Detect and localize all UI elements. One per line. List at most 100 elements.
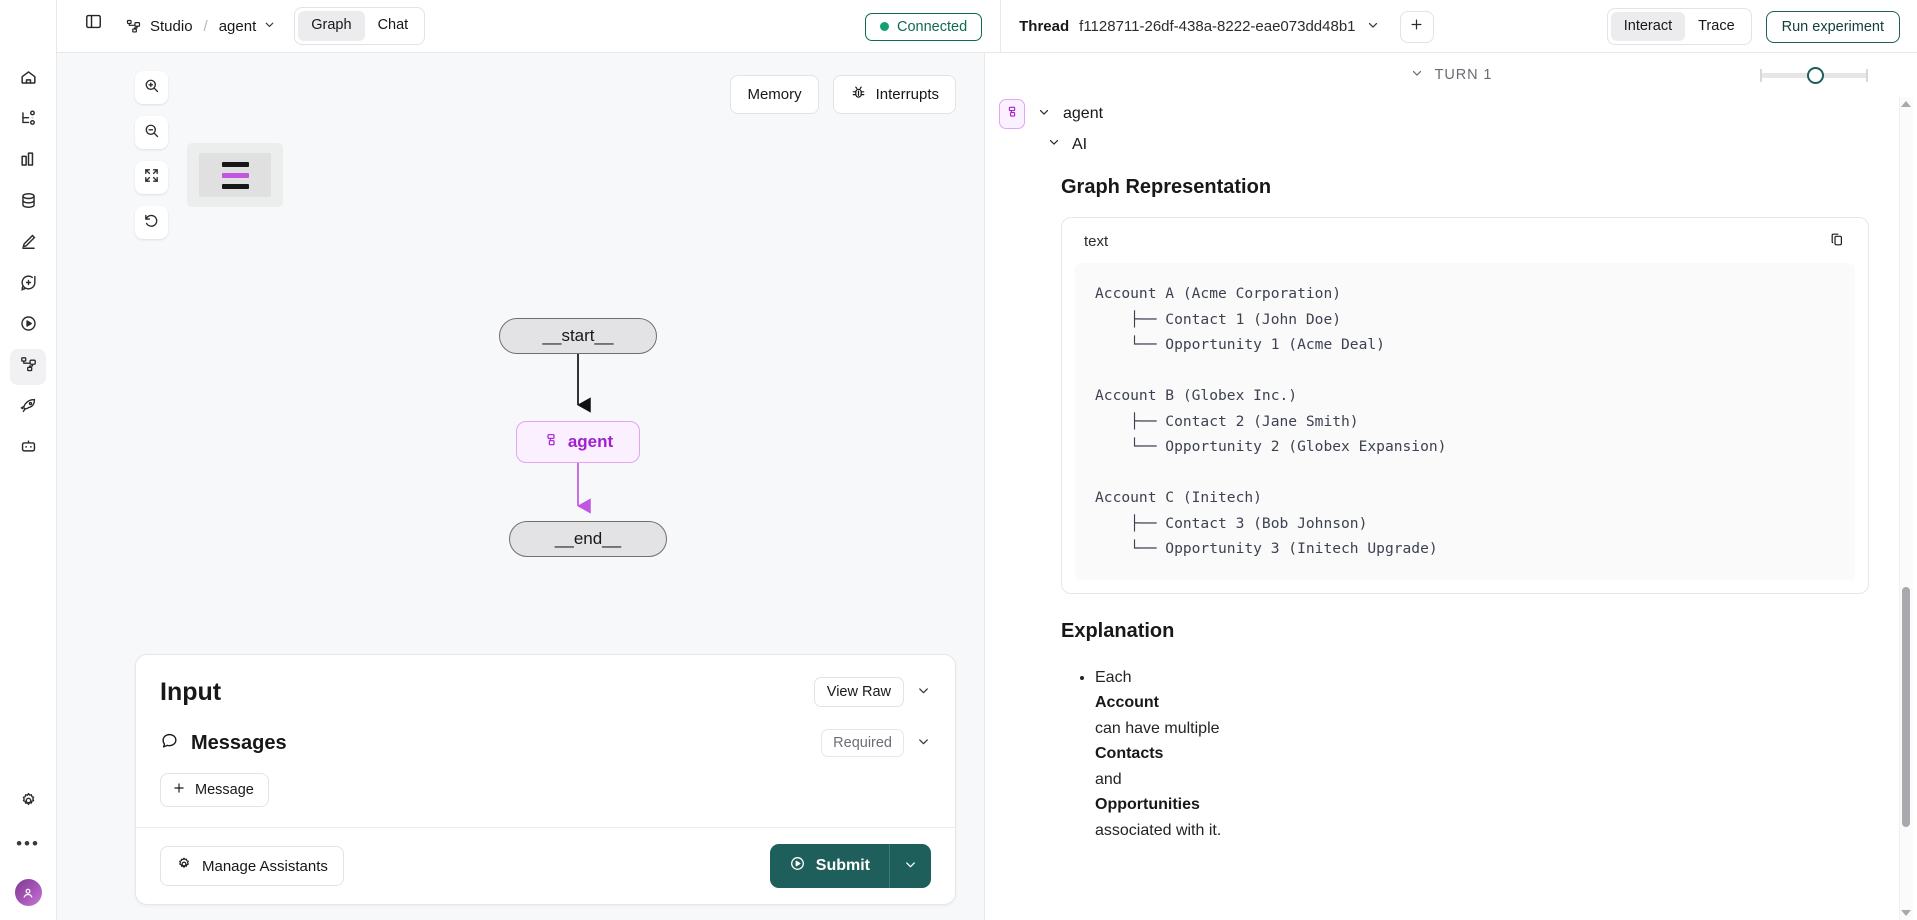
messages-label-text: Messages: [191, 731, 287, 754]
chevron-down-icon[interactable]: [916, 734, 931, 752]
breadcrumb-studio[interactable]: Studio: [150, 17, 193, 35]
plus-icon: [1409, 16, 1424, 38]
prompt-plus-icon: [19, 273, 38, 297]
rail-item-settings[interactable]: [10, 785, 46, 821]
input-panel-header: Input View Raw: [136, 655, 955, 713]
interrupts-button[interactable]: Interrupts: [832, 75, 956, 114]
slider-thumb[interactable]: [1807, 66, 1824, 84]
rocket-icon: [19, 396, 38, 420]
rail-item-home[interactable]: [10, 62, 46, 98]
zoom-in-icon: [143, 77, 160, 99]
rail-item-workflow[interactable]: [10, 103, 46, 139]
graph-node-end-label: __end__: [554, 529, 622, 548]
thread-node-toggle[interactable]: agent: [1037, 105, 1103, 124]
chevron-down-icon[interactable]: [916, 683, 931, 701]
submit-button[interactable]: Submit: [769, 844, 889, 888]
messages-field-row: Messages Required: [136, 713, 955, 757]
turn-toggle[interactable]: TURN 1: [1410, 66, 1493, 84]
rail-item-playground[interactable]: [10, 308, 46, 344]
thread-node-name: agent: [1063, 105, 1104, 122]
explanation-text-3: and: [1095, 770, 1122, 788]
gear-icon: [19, 791, 38, 815]
zoom-out-button[interactable]: [135, 116, 168, 149]
minimap[interactable]: [187, 143, 283, 207]
body-split: Memory Interrupts: [57, 53, 1917, 920]
fit-view-button[interactable]: [135, 161, 168, 194]
required-badge[interactable]: Required: [821, 729, 904, 757]
graph-zoom-controls: [135, 71, 168, 239]
graph-canvas[interactable]: __start__ agent __end__: [57, 53, 984, 920]
new-thread-button[interactable]: [1399, 10, 1434, 43]
tab-chat[interactable]: Chat: [365, 11, 422, 41]
manage-assistants-button[interactable]: Manage Assistants: [160, 846, 344, 886]
rail-item-deployments[interactable]: [10, 390, 46, 426]
maximize-icon: [143, 167, 160, 189]
message-content: Graph Representation text Account: [1047, 176, 1891, 843]
chevron-down-icon: [1410, 66, 1424, 84]
minimap-node-end: [221, 183, 249, 189]
copy-icon: [1829, 233, 1846, 252]
messages-field-label: Messages: [160, 731, 287, 756]
input-panel-header-actions: View Raw: [813, 677, 931, 707]
run-experiment-button[interactable]: Run experiment: [1765, 10, 1900, 43]
workflow-icon: [19, 109, 38, 133]
copy-button[interactable]: [1829, 231, 1846, 252]
rail-item-agents[interactable]: [10, 431, 46, 467]
breadcrumb-project[interactable]: agent: [219, 18, 277, 35]
add-message-button[interactable]: Message: [160, 773, 269, 807]
rail-item-prompts[interactable]: [10, 267, 46, 303]
manage-assistants-label: Manage Assistants: [202, 857, 328, 875]
thread-scrollbar[interactable]: [1899, 97, 1913, 920]
graph-nodes-icon: [1005, 105, 1019, 124]
studio-icon: [125, 18, 142, 35]
reset-view-button[interactable]: [135, 206, 168, 239]
top-bar-right: Interact Trace Run experiment: [1606, 0, 1900, 53]
interrupts-button-label: Interrupts: [875, 86, 939, 103]
graph-edges: [577, 354, 591, 514]
thread-pane: TURN 1: [985, 53, 1917, 920]
tab-interact[interactable]: Interact: [1610, 11, 1686, 42]
slider-cap-right: [1866, 68, 1868, 82]
message-role-toggle[interactable]: AI: [1047, 135, 1891, 154]
rail-item-analytics[interactable]: [10, 144, 46, 180]
scroll-up-arrow-icon[interactable]: [1901, 101, 1911, 107]
connection-status-badge[interactable]: Connected: [865, 12, 983, 41]
chat-bubble-icon: [160, 731, 179, 756]
avatar[interactable]: [14, 879, 42, 906]
section-title-explanation: Explanation: [1061, 619, 1175, 642]
thread-scroll-area[interactable]: agent AI Graph Representation t: [985, 97, 1917, 920]
tab-graph[interactable]: Graph: [298, 11, 365, 41]
thread-node-header: agent: [985, 97, 1891, 129]
rail-item-datasets[interactable]: [10, 185, 46, 221]
submit-options-button[interactable]: [889, 844, 931, 888]
status-dot-icon: [880, 22, 889, 31]
scroll-down-arrow-icon[interactable]: [1901, 910, 1911, 916]
sidebar-toggle-button[interactable]: [75, 6, 111, 42]
turn-slider[interactable]: [1760, 66, 1868, 84]
slider-cap-left: [1760, 68, 1762, 82]
panel-left-icon: [84, 12, 103, 36]
chevron-down-icon: [1037, 105, 1051, 124]
messages-field-actions: Required: [821, 729, 931, 757]
zoom-in-button[interactable]: [135, 71, 168, 104]
turn-label-text: TURN 1: [1434, 67, 1493, 83]
rail-item-more[interactable]: •••: [10, 826, 46, 862]
node-badge: [999, 99, 1025, 129]
home-icon: [19, 68, 38, 92]
graph-node-agent[interactable]: agent: [516, 421, 640, 463]
graph-node-end[interactable]: __end__: [509, 521, 667, 557]
explanation-text-1: Each: [1095, 668, 1132, 686]
rail-item-annotate[interactable]: [10, 226, 46, 262]
bar-chart-icon: [19, 150, 38, 174]
tab-trace[interactable]: Trace: [1685, 12, 1748, 42]
scrollbar-thumb[interactable]: [1902, 587, 1910, 827]
chevron-down-icon: [1047, 135, 1061, 154]
graph-node-start[interactable]: __start__: [499, 318, 657, 354]
explanation-bold-opportunities: Opportunities: [1095, 796, 1200, 813]
memory-button[interactable]: Memory: [730, 75, 819, 114]
rail-item-studio[interactable]: [10, 349, 46, 385]
input-panel-footer: Manage Assistants Submit: [136, 827, 955, 904]
thread-selector[interactable]: Thread f1128711-26df-438a-8222-eae073dd4…: [1019, 18, 1379, 36]
view-raw-button[interactable]: View Raw: [813, 677, 904, 707]
